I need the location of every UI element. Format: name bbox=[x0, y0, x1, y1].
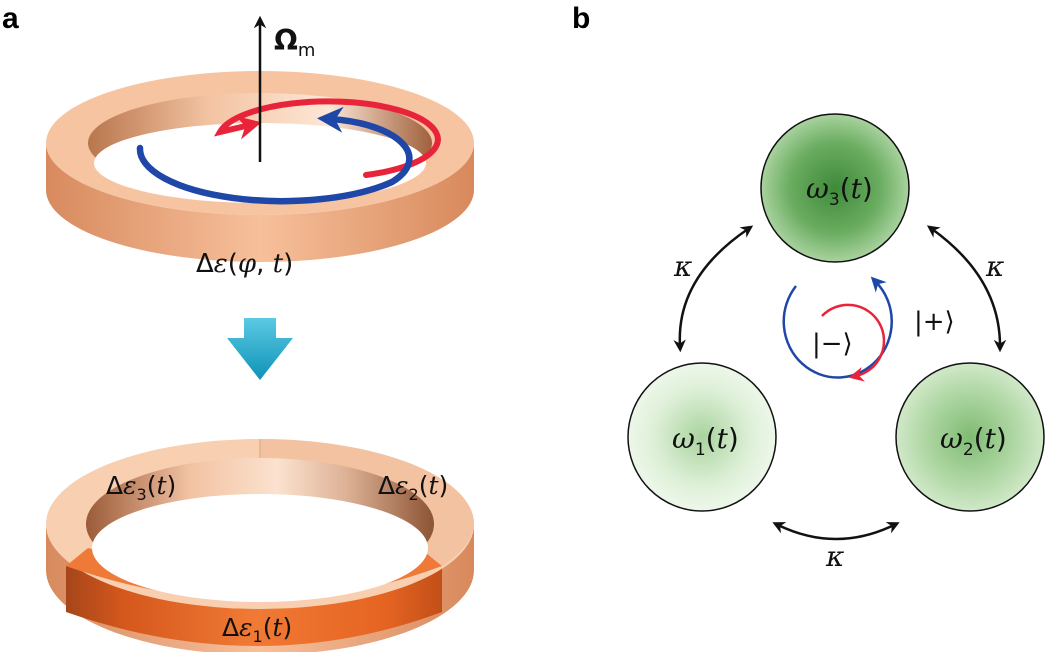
coupling-arrow-13 bbox=[673, 225, 754, 353]
state-plus-label: |+⟩ bbox=[914, 307, 955, 337]
state-minus-label: |−⟩ bbox=[812, 329, 853, 359]
blue-circulation-arrow bbox=[782, 276, 893, 379]
red-circulation-arrow bbox=[821, 303, 886, 382]
ring-outer-wall bbox=[46, 143, 474, 262]
segmented-hole bbox=[92, 494, 428, 602]
resonator-2 bbox=[895, 362, 1045, 512]
omega-1-label: ω1(t) bbox=[672, 422, 739, 460]
coupling-arrow-12 bbox=[772, 522, 900, 541]
omega-m-label: Ωm bbox=[274, 24, 315, 61]
omega-3-label: ω3(t) bbox=[806, 172, 873, 210]
segment-3-label: Δε3(t) bbox=[106, 471, 176, 504]
transform-down-arrow bbox=[227, 318, 293, 380]
omega-2-label: ω2(t) bbox=[940, 422, 1007, 460]
ring-segmented bbox=[46, 439, 474, 652]
kappa-label-left: κ bbox=[673, 250, 692, 283]
red-counter-arrow bbox=[213, 98, 441, 178]
ring-permittivity-label: Δε(φ, t) bbox=[196, 249, 293, 279]
segment-1-label: Δε1(t) bbox=[222, 613, 292, 646]
resonator-3 bbox=[760, 113, 910, 263]
kappa-label-bottom: κ bbox=[825, 540, 844, 573]
blue-counter-arrow bbox=[136, 106, 413, 205]
kappa-label-right: κ bbox=[985, 250, 1004, 283]
coupling-arrow-32 bbox=[926, 225, 1007, 353]
resonator-1 bbox=[627, 362, 777, 512]
panel-a-label: a bbox=[2, 2, 19, 35]
panel-b-label: b bbox=[572, 2, 590, 35]
segment-2-top bbox=[260, 439, 474, 566]
segment-2-label: Δε2(t) bbox=[378, 471, 448, 504]
